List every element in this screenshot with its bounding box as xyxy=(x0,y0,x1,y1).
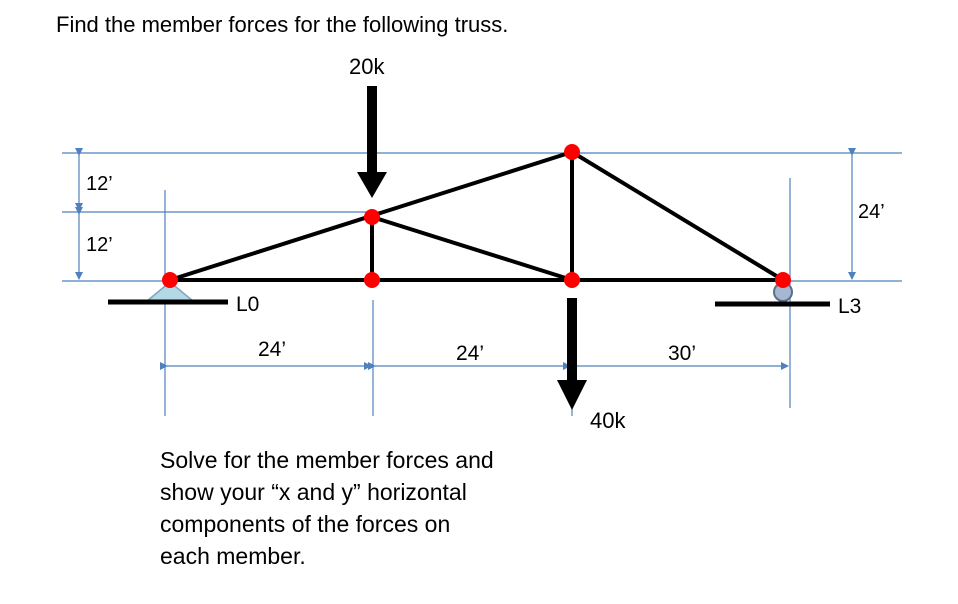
dimension-lines xyxy=(62,148,902,416)
diagonal-member xyxy=(370,215,574,282)
truss-members xyxy=(168,150,785,282)
dim-span-1-label: 24’ xyxy=(258,338,286,361)
problem-title: Find the member forces for the following… xyxy=(56,12,509,37)
dim-left-lower-label: 12’ xyxy=(86,234,113,256)
roller-support xyxy=(715,282,830,307)
joint-L1 xyxy=(364,272,380,288)
load-label-40k: 40k xyxy=(590,408,626,433)
joint-L3 xyxy=(775,272,791,288)
truss-joints xyxy=(162,144,791,288)
dim-left-upper-label: 12’ xyxy=(86,173,113,195)
instructions-line-2: show your “x and y” horizontal xyxy=(160,479,467,505)
dim-right-label: 24’ xyxy=(858,201,885,223)
support-label-L0: L0 xyxy=(236,293,259,316)
support-label-L3: L3 xyxy=(838,295,861,318)
instructions-line-1: Solve for the member forces and xyxy=(160,447,494,473)
pin-support xyxy=(108,281,228,305)
dim-span-3-label: 30’ xyxy=(668,342,696,365)
load-arrow-20k xyxy=(357,86,387,198)
instructions-line-3: components of the forces on xyxy=(160,511,451,537)
joint-L0 xyxy=(162,272,178,288)
dim-span-2-label: 24’ xyxy=(456,342,484,365)
joint-U1 xyxy=(364,209,380,225)
instructions-text: Solve for the member forces and show you… xyxy=(160,444,560,572)
load-arrow-40k xyxy=(557,298,587,410)
top-chord-right xyxy=(570,150,785,282)
instructions-line-4: each member. xyxy=(160,543,306,569)
load-label-20k: 20k xyxy=(349,54,385,79)
joint-L2 xyxy=(564,272,580,288)
joint-U2 xyxy=(564,144,580,160)
